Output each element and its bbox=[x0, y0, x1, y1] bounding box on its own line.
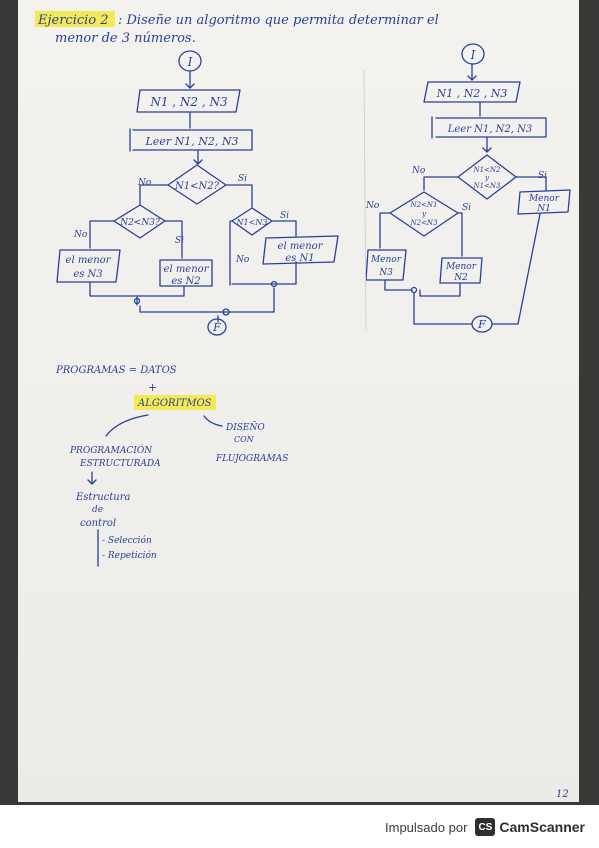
svg-text:N1 , N2 , N3: N1 , N2 , N3 bbox=[149, 95, 228, 109]
svg-text:+: + bbox=[148, 381, 157, 394]
svg-text:Menor: Menor bbox=[528, 194, 560, 204]
svg-text:N2<N3: N2<N3 bbox=[409, 219, 438, 227]
page-number: 12 bbox=[556, 789, 569, 800]
svg-text:Si: Si bbox=[462, 203, 471, 213]
svg-text:el menor: el menor bbox=[278, 241, 324, 252]
title-highlight bbox=[35, 11, 115, 27]
svg-text:Leer N1, N2, N3: Leer N1, N2, N3 bbox=[447, 124, 533, 135]
svg-text:N1<N2?: N1<N2? bbox=[174, 181, 220, 192]
left-flowchart: I N1 , N2 , N3 Leer N1, N2, N3 N1<N2? No… bbox=[56, 50, 339, 336]
svg-text:Si: Si bbox=[280, 211, 289, 221]
column-divider bbox=[363, 69, 367, 331]
svg-text:F: F bbox=[477, 318, 486, 331]
svg-text:N1<N3: N1<N3 bbox=[472, 182, 501, 190]
svg-text:F: F bbox=[212, 321, 221, 334]
svg-text:No: No bbox=[411, 166, 426, 176]
svg-text:N1: N1 bbox=[536, 204, 551, 214]
camscanner-brand: CS CamScanner bbox=[475, 818, 585, 836]
svg-text:y: y bbox=[484, 174, 490, 182]
svg-text:No: No bbox=[235, 255, 250, 265]
scanner-watermark: Impulsado por CS CamScanner bbox=[385, 814, 585, 840]
powered-by-text: Impulsado por bbox=[385, 819, 468, 835]
svg-text:N2: N2 bbox=[453, 273, 468, 283]
camscanner-logo-icon: CS bbox=[475, 818, 496, 836]
svg-text:Menor: Menor bbox=[370, 255, 402, 265]
exercise-statement-line1: : Diseñe un algoritmo que permita determ… bbox=[118, 13, 439, 28]
svg-text:Leer N1, N2, N3: Leer N1, N2, N3 bbox=[145, 135, 239, 148]
notes-section: PROGRAMAS = DATOS + ALGORITMOS DISEÑO CO… bbox=[55, 365, 288, 567]
svg-text:- Selección: - Selección bbox=[102, 535, 152, 546]
svg-text:N1<N3: N1<N3 bbox=[236, 218, 268, 227]
svg-text:N2<N3?: N2<N3? bbox=[119, 218, 160, 228]
svg-text:N3: N3 bbox=[378, 268, 393, 278]
svg-text:No: No bbox=[73, 230, 88, 240]
svg-text:ESTRUCTURADA: ESTRUCTURADA bbox=[79, 459, 161, 469]
svg-text:control: control bbox=[80, 518, 116, 529]
svg-text:Si: Si bbox=[538, 171, 547, 181]
svg-text:de: de bbox=[92, 505, 103, 515]
svg-text:- Repetición: - Repetición bbox=[102, 550, 157, 561]
svg-text:DISEÑO: DISEÑO bbox=[225, 421, 265, 433]
svg-text:Menor: Menor bbox=[445, 262, 477, 272]
algorithms-label: ALGORITMOS bbox=[137, 398, 212, 409]
svg-text:No: No bbox=[365, 201, 380, 211]
notebook-page bbox=[18, 0, 579, 802]
exercise-title: Ejercicio 2 bbox=[37, 13, 109, 28]
exercise-statement-line2: menor de 3 números. bbox=[55, 31, 196, 46]
svg-text:N2<N1: N2<N1 bbox=[409, 201, 437, 209]
algorithms-highlight bbox=[134, 395, 216, 410]
svg-text:es N2: es N2 bbox=[171, 276, 200, 287]
svg-text:Estructura: Estructura bbox=[75, 492, 131, 503]
svg-text:y: y bbox=[421, 210, 427, 218]
svg-text:Si: Si bbox=[175, 236, 184, 246]
svg-text:N1<N2: N1<N2 bbox=[472, 166, 501, 174]
svg-text:CON: CON bbox=[234, 435, 255, 444]
svg-text:el menor: el menor bbox=[164, 264, 210, 275]
svg-text:el menor: el menor bbox=[66, 255, 112, 266]
handwritten-notes: Ejercicio 2 : Diseñe un algoritmo que pe… bbox=[35, 11, 571, 800]
right-flowchart: I N1 , N2 , N3 Leer N1, N2, N3 N1<N2 y N… bbox=[365, 43, 571, 333]
svg-text:es N1: es N1 bbox=[285, 253, 314, 264]
svg-text:I: I bbox=[187, 55, 193, 69]
svg-text:Si: Si bbox=[238, 174, 247, 184]
svg-text:I: I bbox=[470, 48, 476, 62]
camscanner-name: CamScanner bbox=[499, 819, 585, 835]
svg-text:es N3: es N3 bbox=[73, 269, 102, 280]
svg-text:FLUJOGRAMAS: FLUJOGRAMAS bbox=[215, 454, 288, 464]
svg-text:No: No bbox=[137, 178, 152, 188]
svg-text:PROGRAMACIÓN: PROGRAMACIÓN bbox=[69, 444, 153, 456]
programs-formula: PROGRAMAS = DATOS bbox=[55, 365, 177, 376]
svg-text:N1 , N2 , N3: N1 , N2 , N3 bbox=[436, 87, 508, 100]
